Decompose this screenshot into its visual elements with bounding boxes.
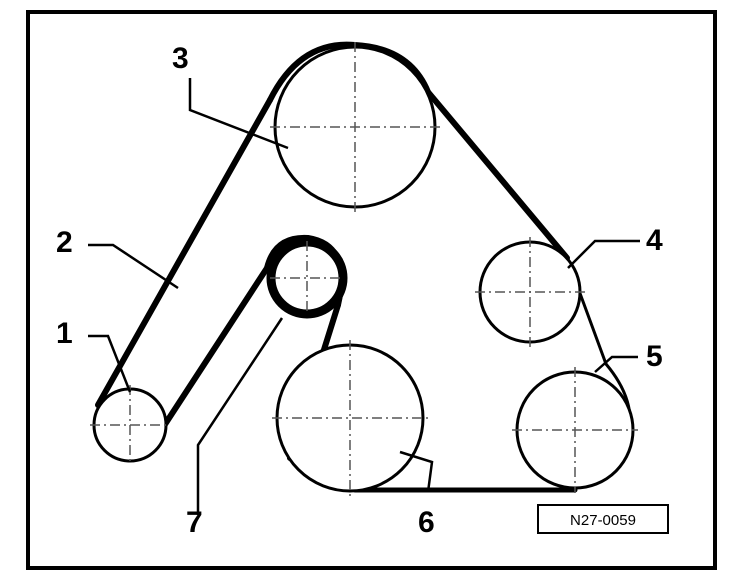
- leader-4: [567, 239, 640, 269]
- callout-7: 7: [186, 506, 203, 539]
- leader-7: [196, 317, 284, 515]
- callout-6: 6: [418, 506, 435, 539]
- leader-6: [399, 450, 434, 493]
- callout-5: 5: [646, 340, 663, 373]
- callout-4: 4: [646, 224, 663, 257]
- callout-3: 3: [172, 42, 189, 75]
- figure-code: N27-0059: [570, 512, 636, 529]
- leader-5: [594, 355, 638, 373]
- diagram-frame: [26, 10, 717, 570]
- callout-2: 2: [56, 226, 73, 259]
- leader-1: [88, 334, 132, 393]
- figure-code-box: [537, 504, 669, 534]
- leader-3: [188, 78, 289, 150]
- callout-1: 1: [56, 317, 73, 350]
- leader-lines: [88, 78, 640, 515]
- leader-2: [88, 243, 179, 290]
- centerlines: [90, 42, 638, 496]
